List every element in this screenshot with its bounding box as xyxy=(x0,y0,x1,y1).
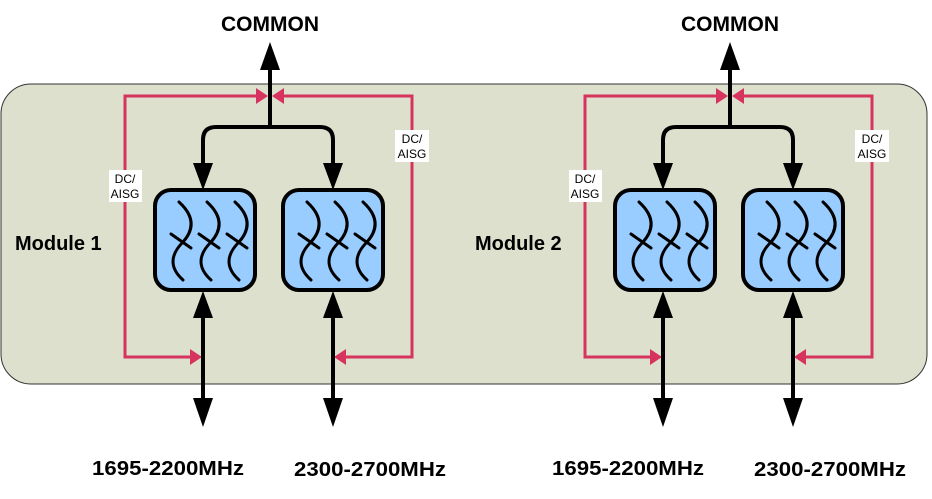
module-panel xyxy=(0,83,928,385)
dc-arrow-icon xyxy=(716,88,728,104)
filter-coupling-line xyxy=(325,232,349,250)
dc-aisg-line-left xyxy=(123,94,265,359)
dc-aisg-label: DC/ xyxy=(115,172,136,186)
up-arrow-icon xyxy=(193,291,213,318)
dc-aisg-label: DC/ xyxy=(402,132,423,146)
bandpass-filter-icon xyxy=(757,200,837,282)
filter-coupling-line xyxy=(785,232,809,250)
common-label: COMMON xyxy=(221,13,319,36)
up-arrow-icon xyxy=(720,42,740,70)
dc-label-bg xyxy=(855,130,889,162)
filter-coupling-line xyxy=(225,232,249,250)
filter-coupling-line xyxy=(353,232,377,250)
down-arrow-icon xyxy=(323,163,343,190)
down-arrow-icon xyxy=(193,398,213,427)
band-label-low: 1695-2200MHz xyxy=(552,458,704,480)
down-arrow-icon xyxy=(783,163,803,190)
up-arrow-icon xyxy=(653,291,673,318)
bandpass-filter-icon xyxy=(297,200,377,282)
common-label: COMMON xyxy=(681,13,779,36)
module-label: Module 1 xyxy=(15,233,102,255)
down-arrow-icon xyxy=(653,398,673,427)
dc-aisg-label: AISG xyxy=(571,187,600,201)
dc-aisg-line-right xyxy=(735,94,874,359)
dc-arrow-icon xyxy=(190,349,202,365)
dc-arrow-icon xyxy=(334,349,346,365)
dc-aisg-line-right xyxy=(275,94,414,359)
band-label-high: 2300-2700MHz xyxy=(294,459,446,481)
dc-label-bg xyxy=(109,170,142,202)
band-label-high: 2300-2700MHz xyxy=(754,459,906,481)
dc-label-bg xyxy=(569,170,602,202)
bandpass-filter-icon xyxy=(169,200,249,282)
dc-aisg-label: AISG xyxy=(858,147,887,161)
down-arrow-icon xyxy=(653,163,673,190)
filter-coupling-line xyxy=(629,232,653,250)
dc-label-bg xyxy=(395,130,429,162)
down-arrow-icon xyxy=(323,398,343,427)
filter-coupling-line xyxy=(169,232,193,250)
dc-aisg-line-left xyxy=(583,94,725,359)
dc-arrow-icon xyxy=(256,88,268,104)
filter-coupling-line xyxy=(197,232,221,250)
dc-aisg-label: DC/ xyxy=(862,132,883,146)
dc-aisg-label: AISG xyxy=(398,147,427,161)
filter-coupling-line xyxy=(813,232,837,250)
down-arrow-icon xyxy=(783,398,803,427)
splitter-line xyxy=(201,125,335,170)
bandpass-filter-icon xyxy=(629,200,709,282)
dc-arrow-icon xyxy=(732,88,744,104)
dc-arrow-icon xyxy=(794,349,806,365)
splitter-line xyxy=(661,125,795,170)
module-label: Module 2 xyxy=(475,233,562,255)
dc-aisg-label: DC/ xyxy=(575,172,596,186)
dc-arrow-icon xyxy=(272,88,284,104)
filter-coupling-line xyxy=(297,232,321,250)
up-arrow-icon xyxy=(783,291,803,318)
filter-coupling-line xyxy=(757,232,781,250)
dc-arrow-icon xyxy=(650,349,662,365)
filter-coupling-line xyxy=(657,232,681,250)
up-arrow-icon xyxy=(260,42,280,70)
dc-aisg-label: AISG xyxy=(111,187,140,201)
up-arrow-icon xyxy=(323,291,343,318)
filter-coupling-line xyxy=(685,232,709,250)
band-label-low: 1695-2200MHz xyxy=(92,458,244,480)
down-arrow-icon xyxy=(193,163,213,190)
